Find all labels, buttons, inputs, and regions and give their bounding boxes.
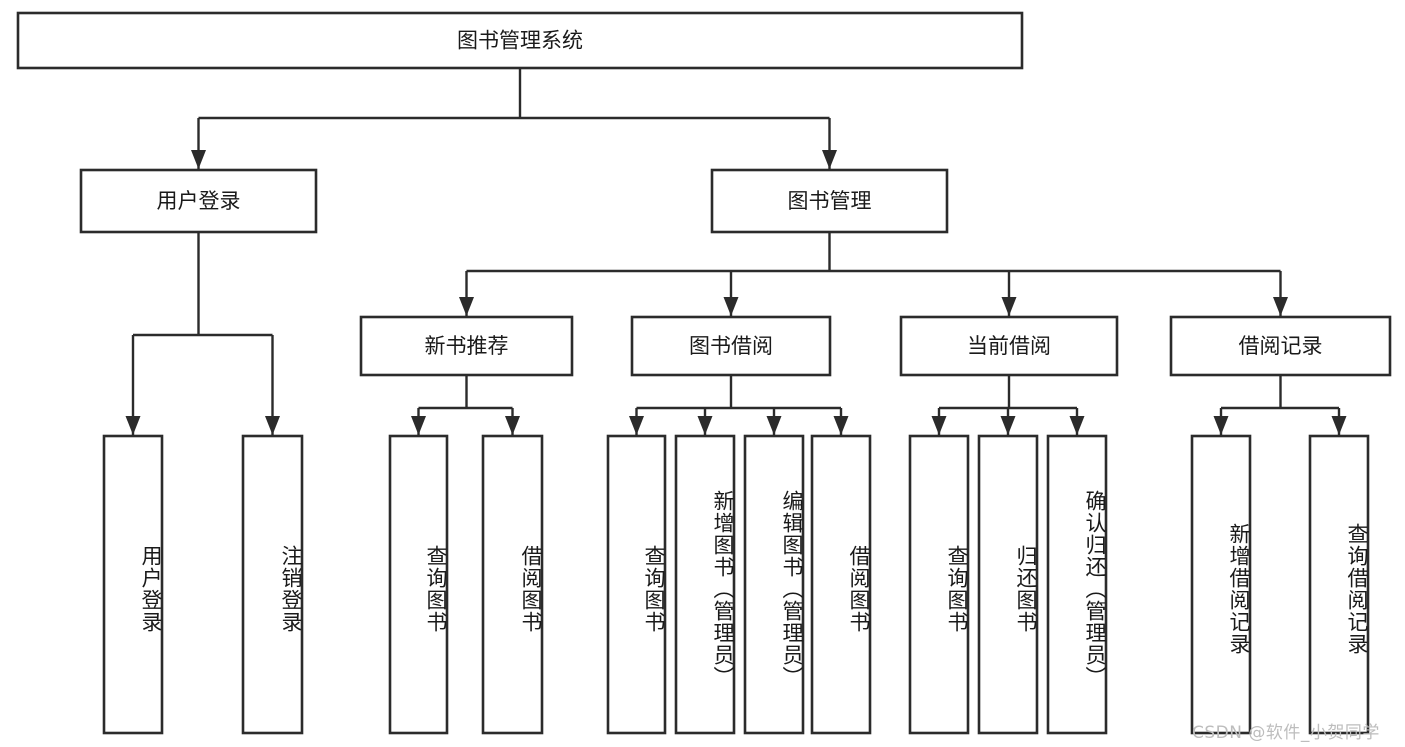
node-box-leaf-query-book-current[interactable] (908, 434, 970, 735)
node-box-borrow-records[interactable] (1169, 315, 1392, 377)
arrow-head-leaf-query-book-borrow (629, 416, 644, 435)
arrow-head-new-book-recommend (459, 297, 474, 316)
node-box-leaf-borrow-book-rec[interactable] (481, 434, 544, 735)
arrow-head-leaf-confirm-return-admin (1069, 416, 1085, 435)
arrow-head-book-management (822, 150, 837, 169)
arrow-head-leaf-logout (265, 416, 280, 435)
arrow-head-leaf-user-login (125, 416, 141, 435)
node-label-user-login: 用户登录 (157, 189, 241, 213)
node-box-leaf-edit-book-admin[interactable] (743, 434, 805, 735)
node-box-leaf-add-book-admin[interactable] (674, 434, 736, 735)
connectors-layer (125, 68, 1347, 435)
arrow-head-book-borrow (723, 297, 739, 316)
arrow-head-leaf-borrow-book (833, 416, 849, 435)
node-box-book-management[interactable] (710, 168, 949, 234)
arrow-head-user-login (191, 150, 206, 169)
node-label-root: 图书管理系统 (457, 29, 583, 53)
arrow-head-leaf-add-borrow-record (1213, 416, 1229, 435)
csdn-watermark: CSDN @软件_小贺同学 (1192, 723, 1380, 743)
arrow-head-leaf-query-borrow-record (1331, 416, 1347, 435)
node-box-leaf-query-book-rec[interactable] (388, 434, 449, 735)
node-box-book-borrow[interactable] (630, 315, 832, 377)
arrow-head-leaf-query-book-rec (411, 416, 426, 435)
node-box-leaf-query-book-borrow[interactable] (606, 434, 667, 735)
node-box-leaf-add-borrow-record[interactable] (1190, 434, 1252, 735)
arrow-head-current-borrow (1001, 297, 1017, 316)
node-box-leaf-user-login[interactable] (102, 434, 164, 735)
node-box-user-login[interactable] (79, 168, 318, 234)
node-box-root[interactable] (16, 11, 1024, 70)
node-box-new-book-recommend[interactable] (359, 315, 574, 377)
arrow-head-leaf-return-book (1000, 416, 1016, 435)
node-box-leaf-return-book[interactable] (977, 434, 1039, 735)
node-label-borrow-records: 借阅记录 (1239, 334, 1323, 358)
node-label-current-borrow: 当前借阅 (967, 334, 1051, 358)
node-box-leaf-logout[interactable] (241, 434, 304, 735)
arrow-head-borrow-records (1273, 297, 1288, 316)
arrow-head-leaf-edit-book-admin (766, 416, 782, 435)
arrow-head-leaf-query-book-current (931, 416, 947, 435)
boxes-layer (16, 11, 1392, 735)
node-label-new-book-recommend: 新书推荐 (425, 334, 509, 358)
arrow-head-leaf-borrow-book-rec (505, 416, 520, 435)
node-label-book-borrow: 图书借阅 (689, 334, 773, 358)
node-label-book-management: 图书管理 (788, 189, 872, 213)
node-box-current-borrow[interactable] (899, 315, 1119, 377)
node-box-leaf-confirm-return-admin[interactable] (1046, 434, 1108, 735)
node-box-leaf-query-borrow-record[interactable] (1308, 434, 1370, 735)
arrow-head-leaf-add-book-admin (697, 416, 713, 435)
node-box-leaf-borrow-book[interactable] (810, 434, 872, 735)
